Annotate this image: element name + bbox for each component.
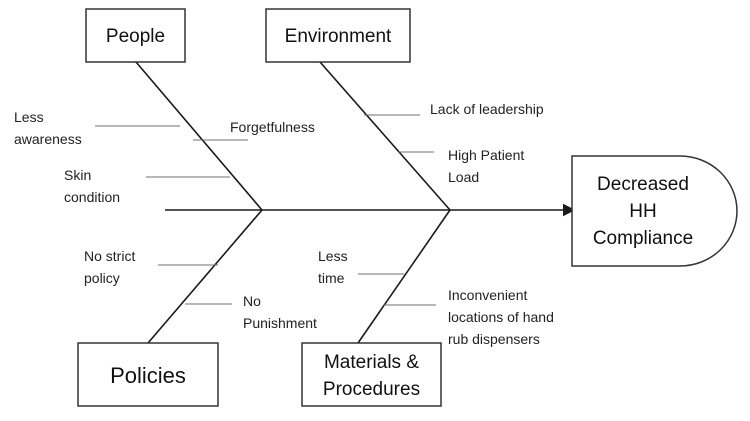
policies-box: Policies bbox=[77, 342, 219, 407]
cause-inconvenient-locations-line-1: Inconvenient bbox=[448, 287, 528, 303]
cause-inconvenient-locations-line-2: locations of hand bbox=[448, 309, 554, 325]
cause-skin-condition-line-2: condition bbox=[64, 189, 120, 205]
cause-less-awareness-line-1: Less bbox=[14, 109, 44, 125]
effect-line-2: HH bbox=[629, 201, 656, 222]
effect-line-3: Compliance bbox=[593, 228, 693, 249]
people-box: People bbox=[85, 8, 186, 63]
cause-skin-condition-line-1: Skin bbox=[64, 167, 91, 183]
effect-head: Decreased HH Compliance bbox=[571, 155, 738, 267]
cause-no-strict-policy-line-2: policy bbox=[84, 270, 120, 286]
materials-procedures-box: Materials & Procedures bbox=[301, 342, 442, 407]
cause-high-patient-load-line-2: Load bbox=[448, 169, 479, 185]
materials-label-line-2: Procedures bbox=[323, 379, 420, 400]
cause-no-punishment-line-1: No bbox=[243, 293, 261, 309]
cause-less-time-line-2: time bbox=[318, 270, 345, 286]
cause-inconvenient-locations-line-3: rub dispensers bbox=[448, 331, 540, 347]
people-bone bbox=[135, 61, 263, 211]
materials-label-line-1: Materials & bbox=[324, 352, 419, 373]
environment-label: Environment bbox=[285, 26, 392, 47]
materials-bone bbox=[357, 209, 451, 344]
cause-less-time-line-1: Less bbox=[318, 248, 348, 264]
cause-no-punishment-line-2: Punishment bbox=[243, 315, 317, 331]
environment-bone bbox=[319, 61, 451, 211]
cause-high-patient-load-line-1: High Patient bbox=[448, 147, 524, 163]
policies-label: Policies bbox=[110, 363, 186, 388]
cause-less-awareness-line-2: awareness bbox=[14, 131, 82, 147]
people-label: People bbox=[106, 26, 165, 47]
effect-line-1: Decreased bbox=[597, 174, 689, 195]
policies-bone bbox=[147, 209, 263, 344]
cause-forgetfulness: Forgetfulness bbox=[230, 119, 315, 135]
cause-no-strict-policy-line-1: No strict bbox=[84, 248, 135, 264]
cause-lack-of-leadership: Lack of leadership bbox=[430, 101, 544, 117]
environment-box: Environment bbox=[265, 8, 411, 63]
